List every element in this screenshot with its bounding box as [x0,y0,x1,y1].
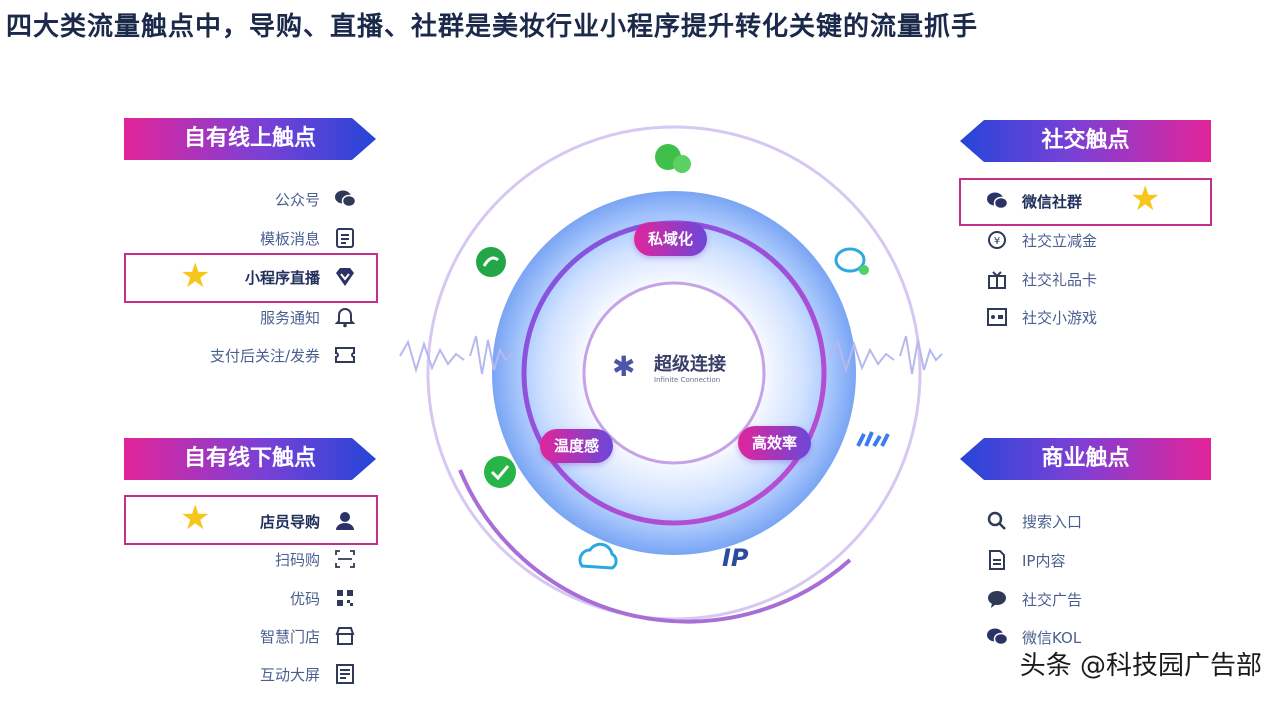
online-touchpoints-header: 自有线上触点 [124,118,376,160]
online-item: 公众号 [150,184,356,214]
commercial-touchpoints-header: 商业触点 [960,438,1211,480]
commercial-item: 社交广告 [986,584,1186,614]
wechat-top-icon [655,144,691,173]
screen-icon [334,663,356,685]
wechat-group-icon [986,190,1008,212]
social-touchpoints-header: 社交触点 [960,120,1211,162]
highlight-sales-guide [124,495,378,545]
commercial-item: IP内容 [986,545,1186,575]
commercial-item: 搜索入口 [986,506,1186,536]
offline-item: 互动大屏 [150,659,356,689]
offline-item: 优码 [150,583,356,613]
wechat-kol-icon [986,626,1008,648]
live-diamond-icon [334,266,356,288]
social-item-wechat-group: 微信社群 [986,186,1186,216]
template-doc-icon [334,227,356,249]
offline-touchpoints-header: 自有线下触点 [124,438,376,480]
watermark: 头条 @科技园广告部 [1019,651,1262,681]
offline-item: 智慧门店 [150,621,356,651]
online-item: 支付后关注/发券 [150,340,356,370]
cloud-icon [578,542,618,570]
highlight-live [124,253,378,303]
gift-card-icon [986,268,1008,290]
bell-icon [334,306,356,328]
search-icon [986,510,1008,532]
logo-text: 超级连接 [654,354,726,375]
star-icon: ★ [180,256,211,296]
store-icon [334,625,356,647]
social-item: ¥ 社交立减金 [986,225,1186,255]
person-icon [334,510,356,532]
document-icon [986,549,1008,571]
scan-icon [334,548,356,570]
right-wave [829,335,943,375]
outer-arc-ring [426,125,922,621]
wechat-pay-icon [484,456,516,488]
online-item-live: 小程序直播 [150,262,356,292]
offline-item-sales-guide: 店员导购 [150,506,356,536]
core-ring [582,281,766,465]
ad-chat-icon [986,588,1008,610]
qrcode-icon [334,587,356,609]
ip-label: IP [722,544,749,572]
star-icon: ★ [180,498,211,538]
data-bars-icon [856,431,890,448]
online-item: 服务通知 [150,302,356,332]
pill-efficiency: 高效率 [738,426,812,460]
chat-bubble-icon [834,247,869,275]
logo-mark-icon: ✱ [612,350,636,383]
page-title: 四大类流量触点中，导购、直播、社群是美妆行业小程序提升转化关键的流量抓手 [6,12,979,42]
pill-private-domain: 私域化 [634,222,708,256]
logo-subtext: Infinite Connection [654,376,721,384]
svg-text:¥: ¥ [994,236,1000,247]
star-icon: ★ [1130,179,1161,219]
online-item: 模板消息 [150,223,356,253]
miniprogram-icon [476,247,506,277]
pill-warmth: 温度感 [540,429,614,463]
highlight-wechat-group [959,178,1212,226]
game-icon [986,306,1008,328]
social-item: 社交小游戏 [986,302,1186,332]
wechat-chat-icon [334,188,356,210]
coupon-icon [334,344,356,366]
outer-arc-accent [458,469,852,624]
commercial-item: 微信KOL [986,622,1186,652]
left-wave [399,335,513,375]
discount-icon: ¥ [986,229,1008,251]
offline-item: 扫码购 [150,544,356,574]
center-logo: ✱ 超级连接 Infinite Connection [612,346,752,396]
social-item: 社交礼品卡 [986,264,1186,294]
